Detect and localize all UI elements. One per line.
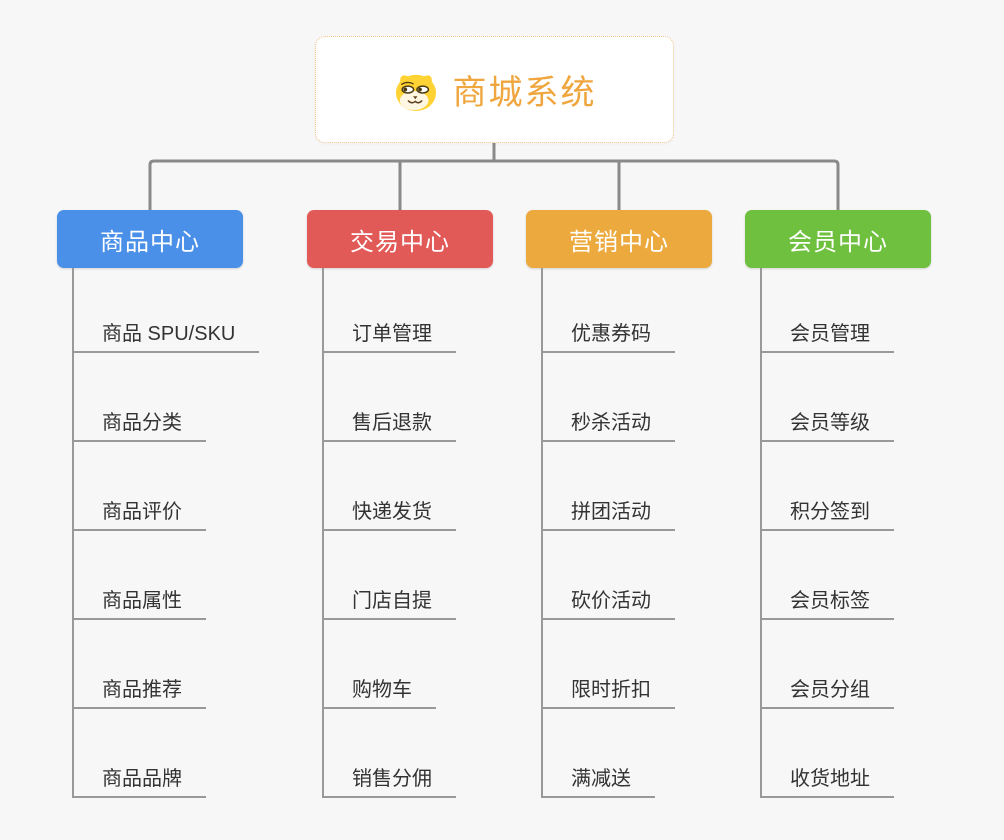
branch-item[interactable]: 商品品牌 — [74, 762, 206, 798]
branch-item[interactable]: 商品分类 — [74, 406, 206, 442]
branch-header-marketing[interactable]: 营销中心 — [526, 210, 712, 268]
branch-marketing: 营销中心 优惠券码 秒杀活动 拼团活动 砍价活动 限时折扣 满减送 — [526, 210, 712, 798]
branch-item[interactable]: 订单管理 — [324, 317, 456, 353]
branch-item[interactable]: 商品评价 — [74, 495, 206, 531]
connector-middle-drops — [398, 161, 621, 210]
branch-item[interactable]: 满减送 — [543, 762, 655, 798]
branch-item[interactable]: 销售分佣 — [324, 762, 456, 798]
branch-members: 会员中心 会员管理 会员等级 积分签到 会员标签 会员分组 收货地址 — [745, 210, 931, 798]
branch-item[interactable]: 售后退款 — [324, 406, 456, 442]
root-node[interactable]: 商城系统 — [315, 36, 674, 143]
branch-item[interactable]: 秒杀活动 — [543, 406, 675, 442]
connector-bracket — [148, 159, 840, 210]
branch-items-trade: 订单管理 售后退款 快递发货 门店自提 购物车 销售分佣 — [322, 268, 493, 798]
branch-item[interactable]: 商品推荐 — [74, 673, 206, 709]
branch-item[interactable]: 会员管理 — [762, 317, 894, 353]
branch-item[interactable]: 限时折扣 — [543, 673, 675, 709]
branch-item[interactable]: 收货地址 — [762, 762, 894, 798]
branch-item[interactable]: 优惠券码 — [543, 317, 675, 353]
branch-header-products[interactable]: 商品中心 — [57, 210, 243, 268]
branch-item[interactable]: 砍价活动 — [543, 584, 675, 620]
branch-item[interactable]: 购物车 — [324, 673, 436, 709]
branch-items-products: 商品 SPU/SKU 商品分类 商品评价 商品属性 商品推荐 商品品牌 — [72, 268, 260, 798]
branch-items-marketing: 优惠券码 秒杀活动 拼团活动 砍价活动 限时折扣 满减送 — [541, 268, 712, 798]
branch-item[interactable]: 积分签到 — [762, 495, 894, 531]
branch-header-members[interactable]: 会员中心 — [745, 210, 931, 268]
root-title: 商城系统 — [452, 74, 597, 112]
branch-item[interactable]: 商品 SPU/SKU — [74, 317, 260, 353]
branch-item[interactable]: 拼团活动 — [543, 495, 675, 531]
branch-products: 商品中心 商品 SPU/SKU 商品分类 商品评价 商品属性 商品推荐 商品品牌 — [57, 210, 260, 798]
branch-item[interactable]: 会员等级 — [762, 406, 894, 442]
branch-item[interactable]: 门店自提 — [324, 584, 456, 620]
branch-item[interactable]: 会员分组 — [762, 673, 894, 709]
branch-item[interactable]: 会员标签 — [762, 584, 894, 620]
branch-header-trade[interactable]: 交易中心 — [307, 210, 493, 268]
branch-trade: 交易中心 订单管理 售后退款 快递发货 门店自提 购物车 销售分佣 — [307, 210, 493, 798]
branch-items-members: 会员管理 会员等级 积分签到 会员标签 会员分组 收货地址 — [760, 268, 931, 798]
branch-item[interactable]: 商品属性 — [74, 584, 206, 620]
dog-face-icon — [393, 69, 439, 111]
branch-item[interactable]: 快递发货 — [324, 495, 456, 531]
